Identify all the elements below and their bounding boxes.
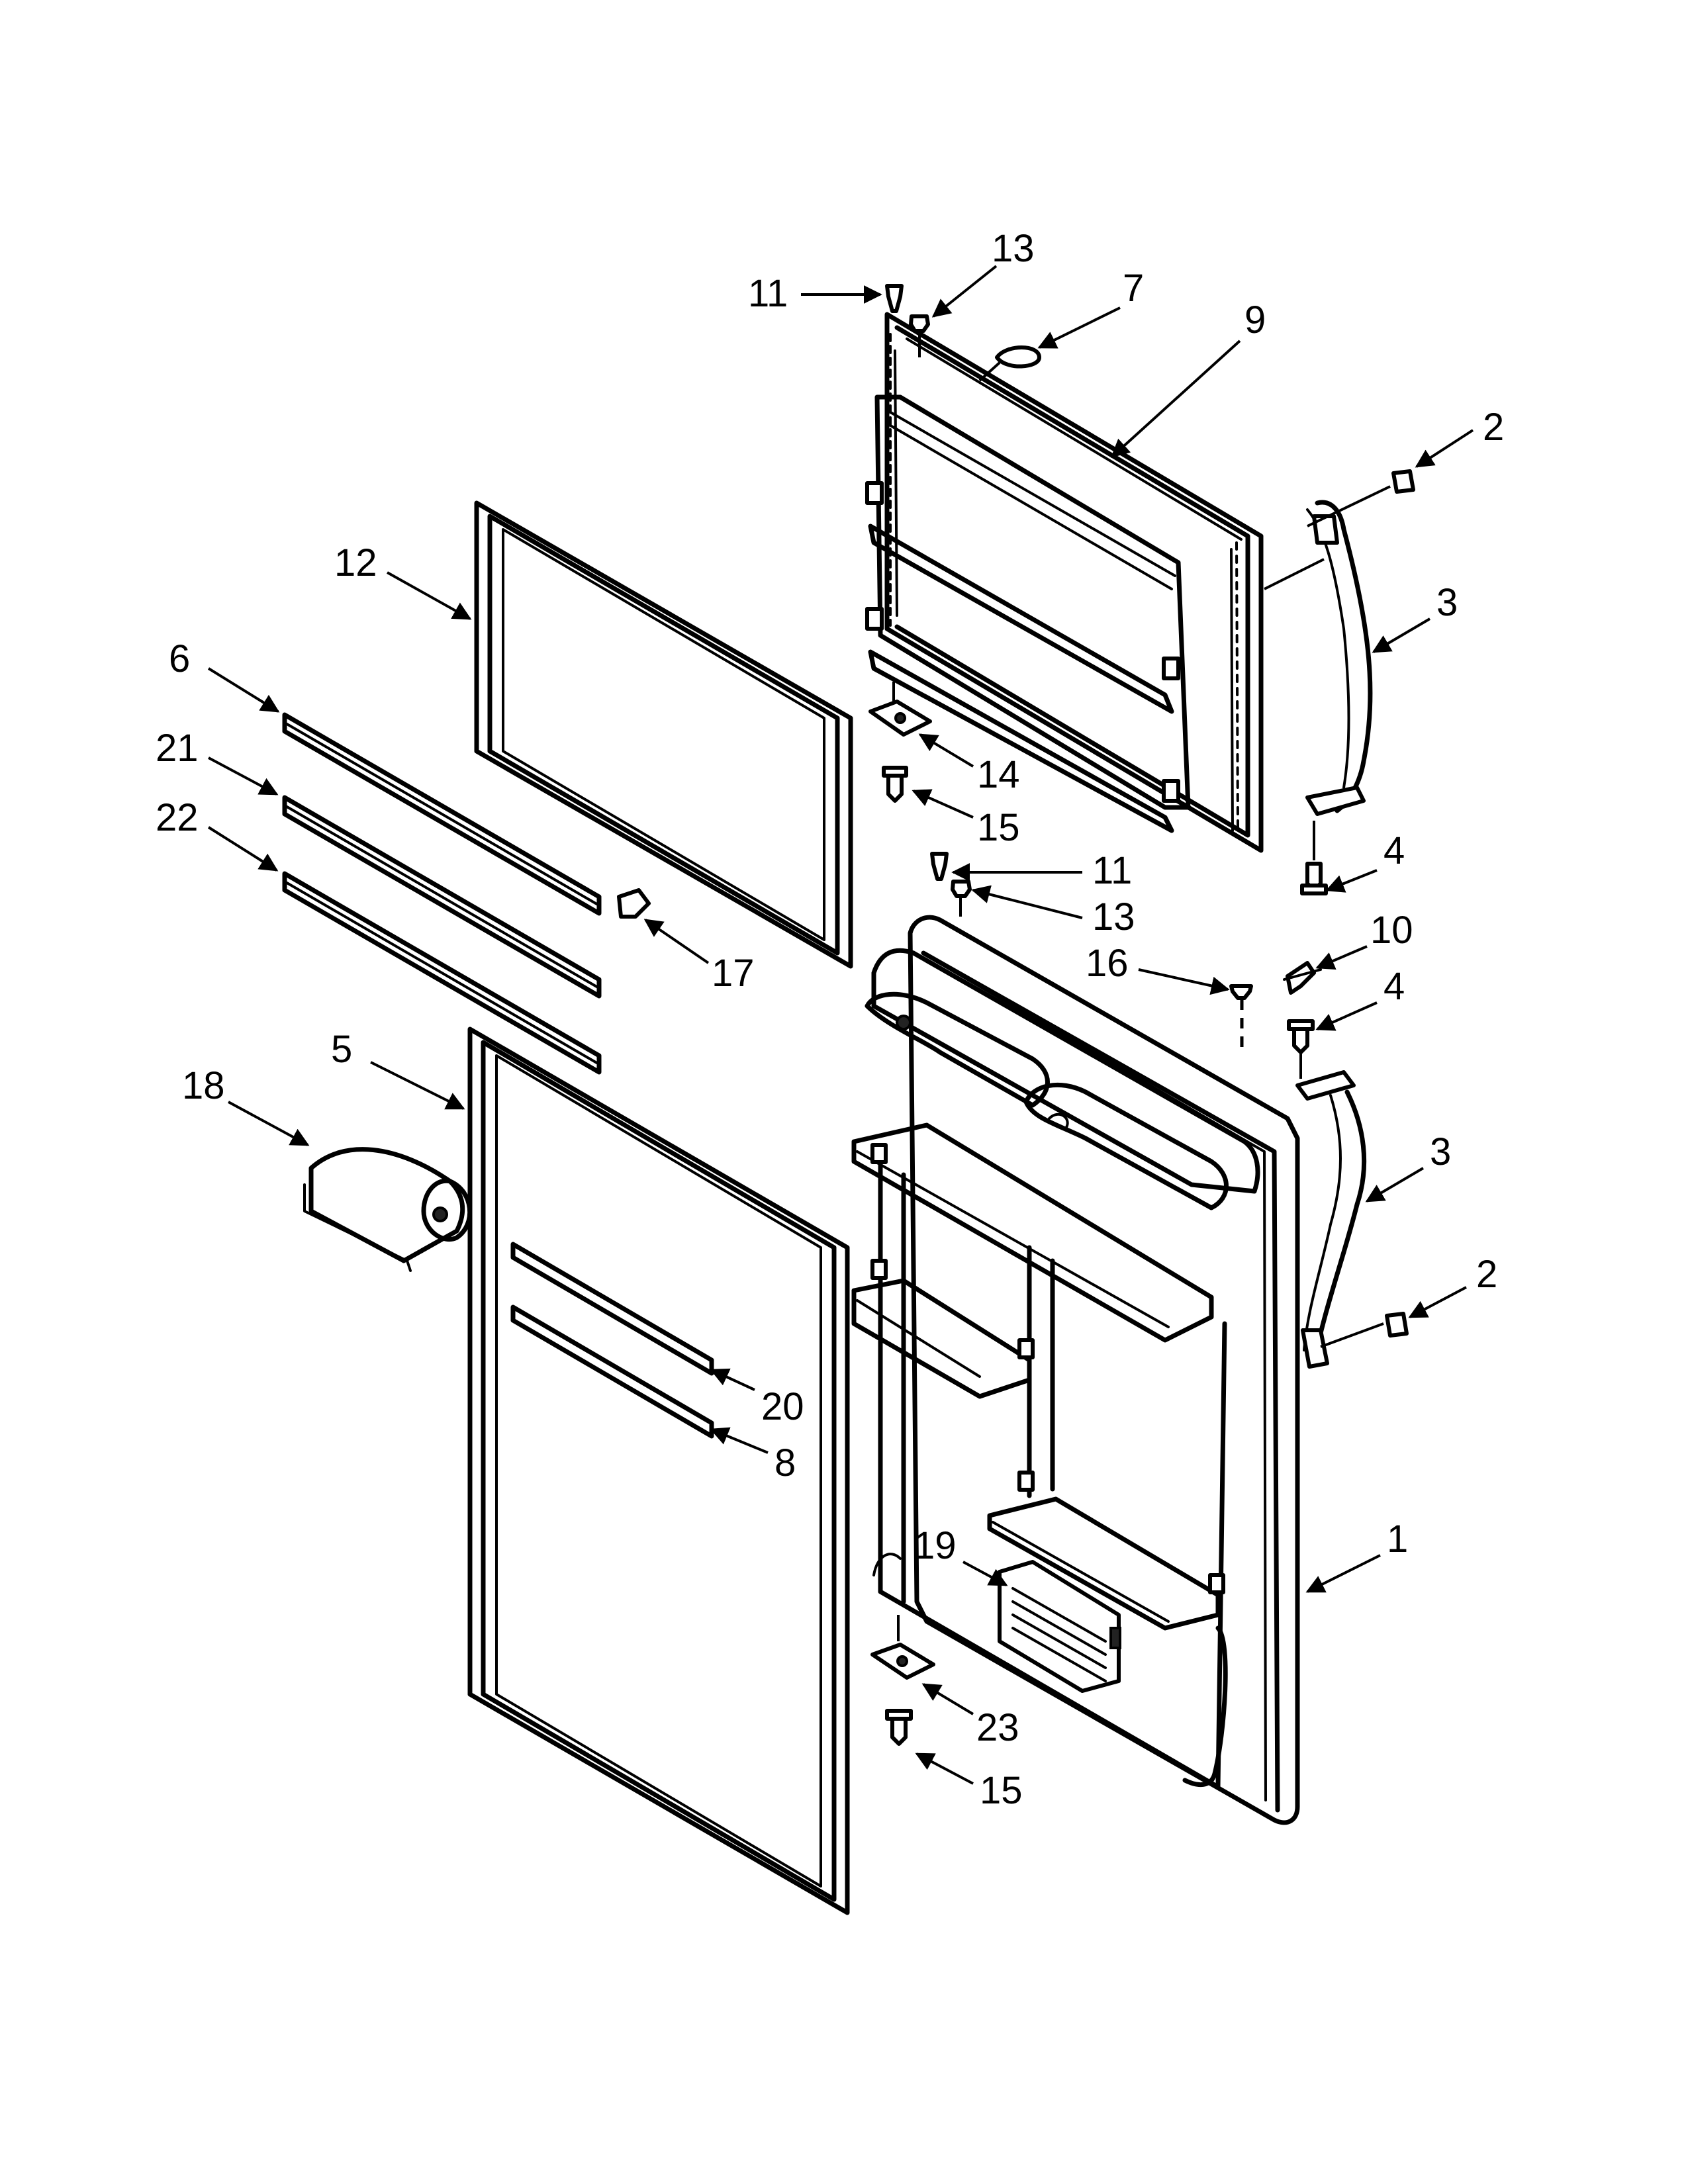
callout-20: 20 (761, 1385, 804, 1428)
callout-11: 11 (748, 272, 788, 315)
fresh-food-door (851, 915, 1300, 1825)
callout-6: 6 (169, 637, 190, 680)
callouts: 11 13 7 9 2 3 12 6 21 22 14 15 4 (156, 227, 1504, 1812)
callout-15b: 15 (980, 1769, 1023, 1812)
butter-compartment-cover (303, 1147, 473, 1272)
freezer-door-hardware (868, 284, 1041, 803)
callout-11b: 11 (1092, 849, 1132, 892)
callout-5: 5 (331, 1028, 352, 1071)
callout-10: 10 (1370, 909, 1413, 952)
callout-3: 3 (1436, 581, 1458, 624)
fresh-food-door-hardware (870, 852, 1322, 1746)
callout-16: 16 (1086, 942, 1129, 985)
fresh-food-handle (1295, 1070, 1409, 1369)
callout-23: 23 (976, 1706, 1019, 1749)
callout-13: 13 (992, 227, 1035, 270)
callout-17: 17 (712, 952, 755, 995)
callout-2: 2 (1483, 406, 1504, 449)
callout-2b: 2 (1476, 1253, 1497, 1296)
callout-13b: 13 (1092, 895, 1135, 938)
door-vent (998, 1560, 1121, 1693)
callout-4: 4 (1383, 829, 1405, 872)
callout-22: 22 (156, 796, 199, 839)
callout-1: 1 (1387, 1518, 1408, 1561)
callout-9: 9 (1244, 298, 1266, 341)
freezer-door (865, 312, 1264, 853)
callout-3b: 3 (1430, 1130, 1451, 1173)
callout-4b: 4 (1383, 965, 1405, 1008)
callout-7: 7 (1123, 267, 1144, 310)
callout-15: 15 (977, 806, 1020, 849)
callout-19: 19 (914, 1524, 957, 1567)
callout-12: 12 (334, 541, 377, 584)
freezer-gasket (474, 500, 853, 969)
callout-18: 18 (182, 1064, 225, 1107)
callout-8: 8 (774, 1441, 796, 1484)
door-strips (282, 712, 651, 1075)
callout-14: 14 (977, 753, 1020, 796)
callout-21: 21 (156, 727, 199, 770)
